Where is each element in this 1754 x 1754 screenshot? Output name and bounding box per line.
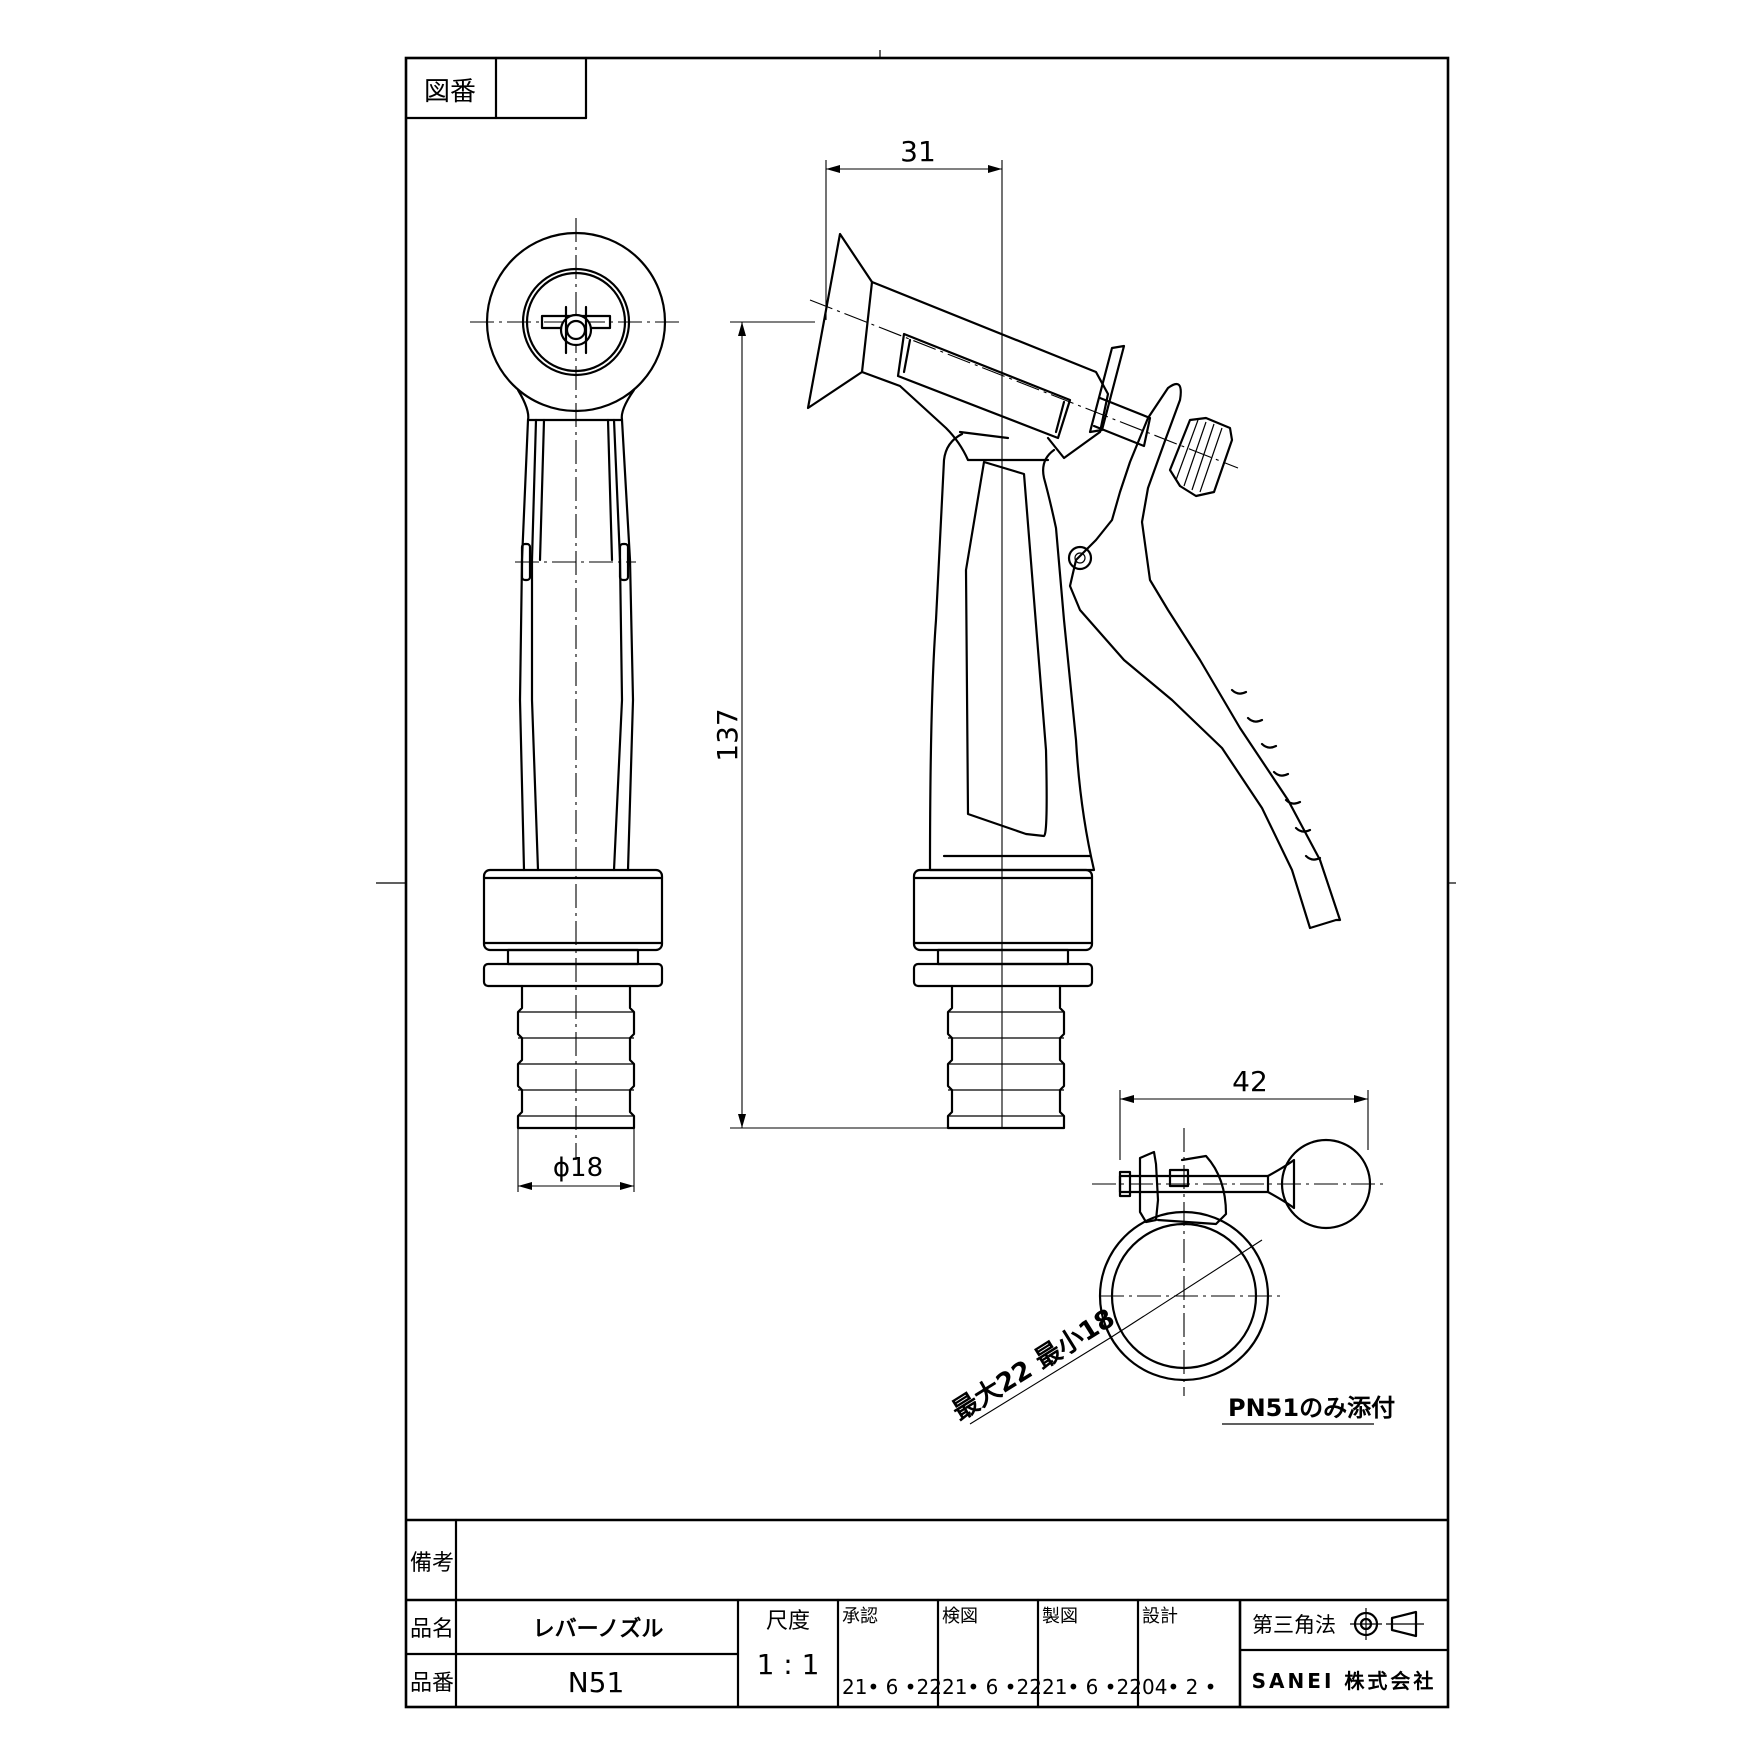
- title-block: 備考 品名 レバーノズル 品番 N51 尺度 1 : 1 承認 21• 6 •2…: [404, 1518, 1450, 1709]
- drawing-frame: [376, 50, 1456, 1709]
- drawn-label: 製図: [1042, 1606, 1078, 1627]
- product-number: N51: [568, 1666, 625, 1699]
- product-name: レバーノズル: [533, 1616, 664, 1642]
- remarks-label: 備考: [410, 1551, 454, 1576]
- hose-clamp-detail: 42 最大22 最小18 PN51のみ添付: [947, 1065, 1395, 1427]
- scale-value: 1 : 1: [757, 1648, 820, 1681]
- checked-label: 検図: [942, 1606, 978, 1627]
- scale-label: 尺度: [766, 1609, 810, 1634]
- company-name: SANEI 株式会社: [1252, 1669, 1437, 1693]
- height-dimension-label: 137: [711, 708, 744, 761]
- front-view-nozzle: ϕ18: [470, 218, 680, 1192]
- clamp-length-label: 42: [1232, 1065, 1268, 1098]
- drawing-number-box: 図番: [404, 56, 588, 120]
- designed-date: 04• 2 •: [1142, 1675, 1216, 1699]
- checked-date: 21• 6 •22: [942, 1675, 1042, 1699]
- width-dimension-label: 31: [900, 135, 936, 168]
- drawn-date: 21• 6 •22: [1042, 1675, 1142, 1699]
- diameter-dimension-label: ϕ18: [553, 1153, 603, 1183]
- third-angle-projection-icon: [1350, 1608, 1424, 1640]
- projection-label: 第三角法: [1252, 1613, 1336, 1637]
- approved-date: 21• 6 •22: [842, 1675, 942, 1699]
- designed-label: 設計: [1142, 1606, 1178, 1627]
- drawing-number-label: 図番: [424, 77, 476, 107]
- clamp-range-label: 最大22 最小18: [947, 1303, 1120, 1427]
- side-view-nozzle: 137 31: [711, 135, 1342, 1130]
- approved-label: 承認: [842, 1606, 878, 1627]
- product-number-label: 品番: [410, 1671, 454, 1696]
- accessory-note: PN51のみ添付: [1228, 1394, 1395, 1422]
- product-name-label: 品名: [410, 1617, 454, 1642]
